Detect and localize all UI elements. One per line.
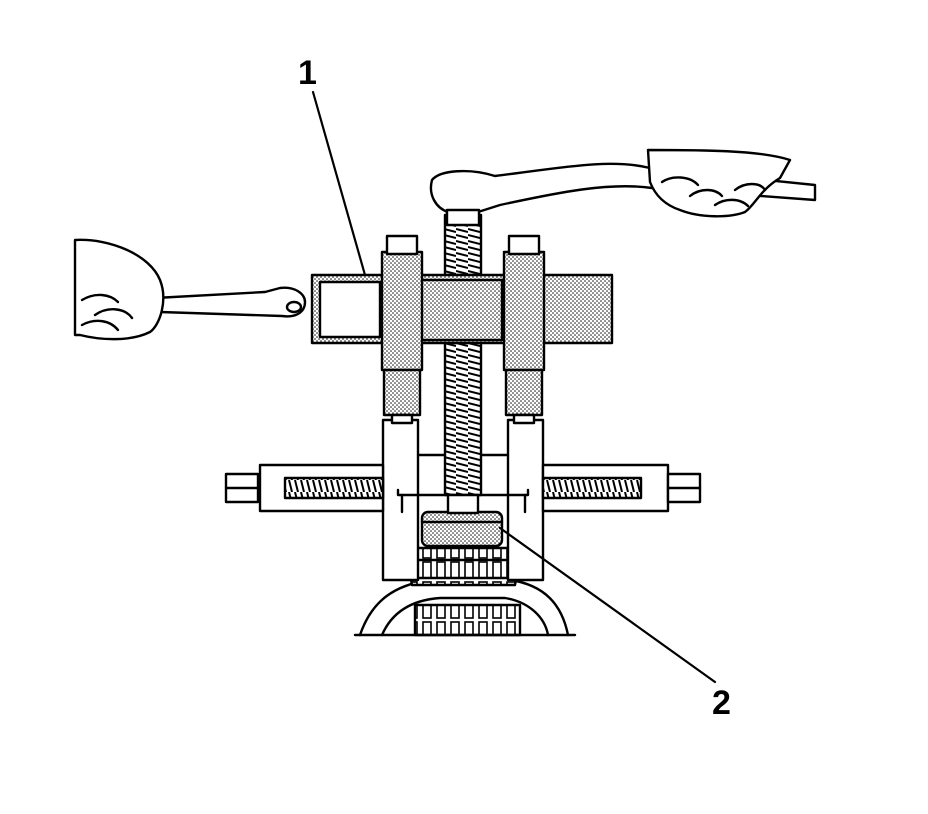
right-hand bbox=[646, 148, 792, 218]
leader-line-1 bbox=[311, 90, 367, 277]
left-hand bbox=[73, 238, 165, 341]
puller-adapter bbox=[420, 510, 504, 548]
box-wrench bbox=[153, 286, 307, 318]
bearing-rollers bbox=[396, 546, 530, 587]
callout-2: 2 bbox=[712, 684, 731, 722]
horizontal-threaded-rod bbox=[224, 463, 702, 513]
callout-1: 1 bbox=[298, 54, 317, 92]
leader-line-2 bbox=[498, 526, 717, 684]
forcing-screw bbox=[443, 213, 483, 515]
puller-crossbar bbox=[310, 234, 614, 425]
differential-housing bbox=[353, 578, 577, 637]
